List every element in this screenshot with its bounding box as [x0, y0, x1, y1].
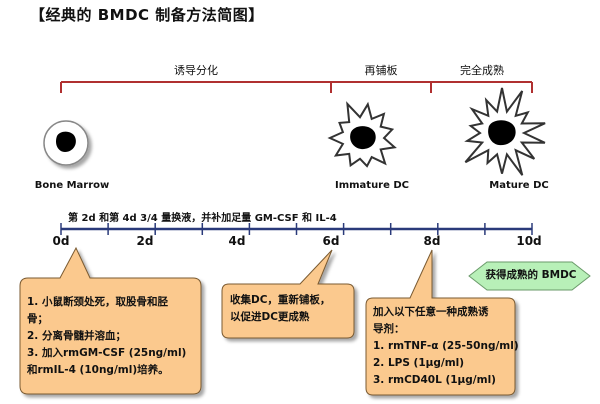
day-label-6: 6d	[322, 234, 340, 248]
day-label-4: 4d	[228, 234, 246, 248]
callout-day6-bubble	[221, 249, 355, 339]
callout-day0-line: 2. 分离骨髓并溶血；	[27, 330, 126, 342]
cell-label-bone-marrow: Bone Marrow	[34, 180, 110, 191]
callout-day8-line: 导剂：	[373, 323, 405, 335]
day-label-0: 0d	[52, 234, 70, 248]
callout-day0-line: 3. 加入rmGM-CSF (25ng/ml)	[27, 347, 187, 359]
callout-day0-bubble	[19, 246, 202, 395]
callout-day6-text: 收集DC，重新铺板， 以促进DC更成熟	[230, 292, 330, 326]
phase-label-induction: 诱导分化	[174, 64, 218, 77]
mature-dc-cell-icon	[464, 87, 546, 176]
phase-label-replating: 再铺板	[364, 64, 398, 77]
callout-day0-line: 骨；	[27, 313, 48, 325]
callout-day8-line: 1. rmTNF-α (25-50ng/ml)	[373, 340, 519, 352]
day-label-10: 10d	[516, 234, 542, 248]
timeline	[60, 223, 533, 235]
callout-day8-line: 加入以下任意一种成熟诱	[373, 306, 489, 318]
result-label: 获得成熟的 BMDC	[485, 269, 577, 281]
callout-day6-line: 以促进DC更成熟	[230, 311, 310, 323]
result-badge	[468, 261, 591, 291]
callout-day6-line: 收集DC，重新铺板，	[230, 294, 331, 306]
bone-marrow-cell-icon	[43, 120, 89, 166]
day-label-2: 2d	[136, 234, 154, 248]
phase-label-maturation: 完全成熟	[460, 64, 504, 77]
callout-day0-text: 1. 小鼠断颈处死，取股骨和胫 骨； 2. 分离骨髓并溶血； 3. 加入rmGM…	[27, 294, 186, 379]
callout-day8-line: 3. rmCD40L (1μg/ml)	[373, 374, 496, 386]
callout-day0-line: 和rmIL-4 (10ng/ml)培养。	[27, 364, 169, 376]
callout-day8-line: 2. LPS (1μg/ml)	[373, 357, 465, 369]
page-title: 【经典的 BMDC 制备方法简图】	[30, 6, 264, 24]
timeline-note: 第 2d 和第 4d 3/4 量换液，并补加足量 GM-CSF 和 IL-4	[68, 213, 337, 224]
callout-day0-line: 1. 小鼠断颈处死，取股骨和胫	[27, 296, 168, 308]
cell-label-mature-dc: Mature DC	[489, 180, 549, 191]
cell-label-immature-dc: Immature DC	[334, 180, 410, 191]
day-label-8: 8d	[423, 234, 441, 248]
immature-dc-cell-icon	[327, 101, 397, 168]
phase-bracket	[60, 81, 533, 93]
callout-day8-text: 加入以下任意一种成熟诱 导剂： 1. rmTNF-α (25-50ng/ml) …	[373, 304, 519, 389]
callout-day8-bubble	[365, 249, 516, 396]
